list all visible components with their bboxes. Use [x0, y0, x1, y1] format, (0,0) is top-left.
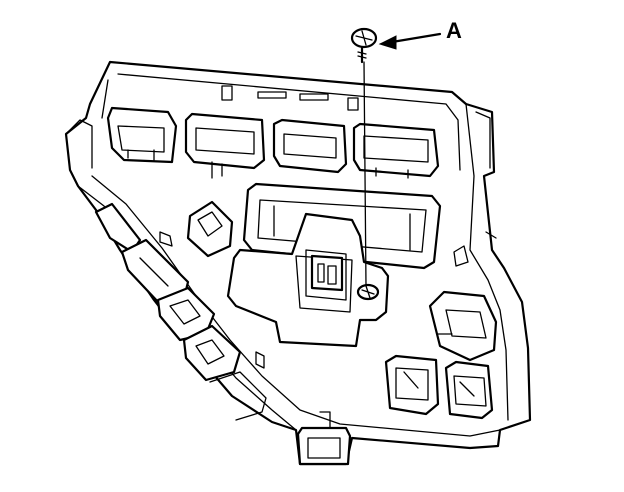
connector-top-1 — [106, 106, 178, 164]
mounting-bracket — [226, 212, 390, 348]
connector-left-5 — [209, 371, 267, 421]
connector-right-3 — [444, 360, 494, 420]
connector-top-3 — [272, 118, 348, 174]
callout-label-a: A — [446, 18, 462, 43]
connector-top-4 — [352, 122, 440, 179]
top-slots — [221, 85, 359, 111]
bottom-tab — [296, 411, 352, 466]
side-clips — [159, 231, 497, 369]
connector-left-4 — [182, 324, 242, 382]
arrow-icon — [378, 32, 442, 50]
screw-boss — [356, 283, 380, 301]
connector-small-left — [186, 200, 234, 258]
connector-right-2 — [384, 354, 440, 416]
screw-leader-line — [363, 61, 367, 287]
connector-top-2 — [184, 112, 266, 179]
connector-right-1 — [428, 290, 498, 362]
screw-icon — [350, 27, 378, 64]
